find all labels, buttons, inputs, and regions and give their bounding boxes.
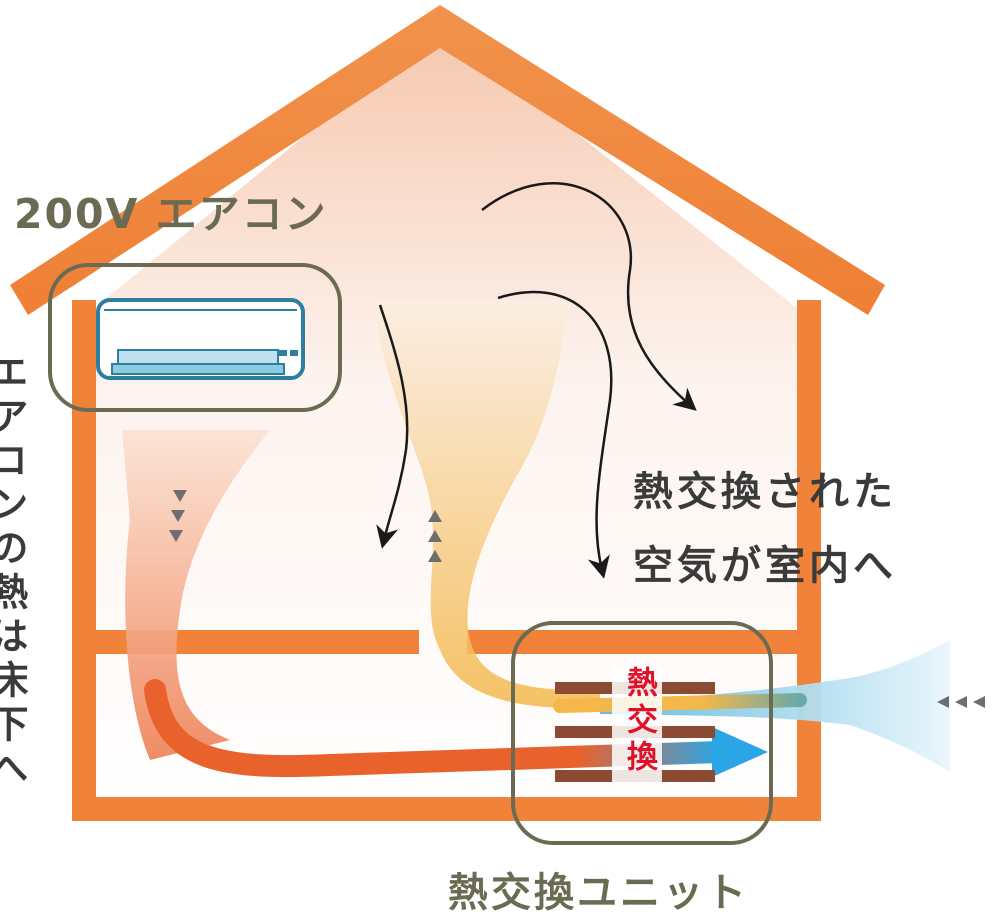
exchanged-air-label: 熱交換された 空気が室内へ bbox=[633, 455, 897, 603]
ac-heat-plume bbox=[122, 430, 270, 760]
exchange-arrow-head bbox=[712, 727, 768, 777]
arrow-icon bbox=[481, 182, 697, 411]
heat-exchange-unit-label: 熱交換ユニット bbox=[448, 870, 749, 916]
ac-heat-to-floor-label: エアコンの熱は床下へ bbox=[0, 352, 28, 792]
underfloor-flow bbox=[144, 679, 731, 778]
core-label-backdrop bbox=[612, 666, 662, 796]
arrow-icon bbox=[376, 304, 409, 549]
arrow-icon bbox=[497, 290, 613, 579]
flow-direction-markers bbox=[169, 490, 985, 708]
exchanged-air-line-1: 熱交換された bbox=[633, 469, 897, 515]
supply-plume bbox=[375, 300, 600, 709]
ac-callout-frame bbox=[48, 263, 342, 412]
air-conditioner-label: 200V エアコン bbox=[14, 190, 328, 238]
air-conditioner-icon bbox=[96, 298, 305, 380]
heat-exchange-core-label: 熱交換 bbox=[621, 666, 657, 777]
fresh-air-core bbox=[553, 693, 807, 713]
exchanged-air-line-2: 空気が室内へ bbox=[633, 543, 897, 589]
heat-exchange-unit-frame bbox=[511, 621, 773, 845]
circulation-arrows bbox=[376, 182, 697, 579]
